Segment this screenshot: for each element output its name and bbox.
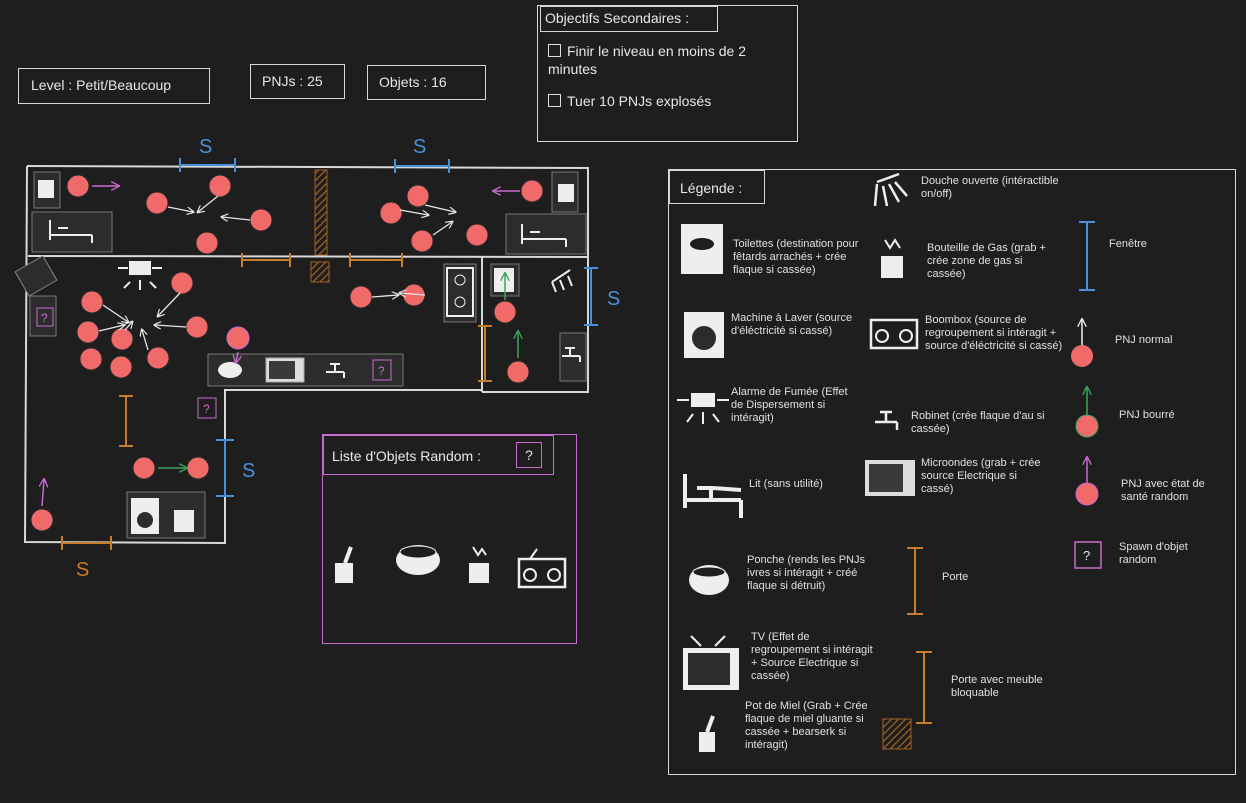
legend-bouteille: Bouteille de Gas (grab + crée zone de ga… bbox=[927, 242, 1046, 280]
blockable-furniture-icon bbox=[882, 718, 912, 750]
objectives-title: Objectifs Secondaires : bbox=[545, 10, 689, 26]
gas-bottle-icon bbox=[881, 256, 903, 278]
bouteille-gas-icon bbox=[469, 546, 489, 583]
bed-icon bbox=[521, 224, 567, 247]
honey-pot-icon bbox=[335, 546, 353, 583]
shower-icon bbox=[551, 269, 573, 293]
honey-pot-icon bbox=[38, 180, 54, 198]
pnj-bourre-icon bbox=[1075, 414, 1099, 438]
window-label: S bbox=[199, 136, 212, 158]
svg-text:?: ? bbox=[1083, 548, 1090, 563]
svg-text:?: ? bbox=[41, 311, 48, 325]
objectives-title-box: Objectifs Secondaires : bbox=[540, 6, 718, 32]
ponche-icon bbox=[689, 565, 729, 595]
window-label: S bbox=[607, 288, 620, 310]
spawn-icon[interactable] bbox=[372, 359, 392, 381]
legend-douche: Douche ouverte (intéractible on/off) bbox=[921, 175, 1059, 200]
level-label: Level : Petit/Beaucoup bbox=[31, 77, 172, 93]
door-label: S bbox=[76, 559, 89, 581]
pnjs-count: PNJs : 25 bbox=[262, 73, 323, 89]
smoke-alarm-icon bbox=[118, 261, 162, 290]
ponche-icon bbox=[218, 362, 242, 378]
door-furniture-legend-icon bbox=[916, 651, 932, 724]
legend-spawn: Spawn d'objet random bbox=[1119, 541, 1188, 566]
random-list-title: Liste d'Objets Random : bbox=[332, 448, 481, 464]
spawn-icon[interactable] bbox=[36, 307, 54, 327]
objective-item: Finir le niveau en moins de 2 minutes bbox=[548, 42, 788, 78]
faucet-icon bbox=[326, 363, 345, 378]
legend-panel: Légende : ? Douche ouverte (intéractible… bbox=[668, 169, 1236, 775]
npc-arrows bbox=[98, 195, 455, 351]
window-label: S bbox=[413, 136, 426, 158]
objets-box: Objets : 16 bbox=[367, 65, 486, 100]
svg-text:?: ? bbox=[203, 402, 210, 416]
random-list-header: Liste d'Objets Random : ? bbox=[323, 435, 554, 475]
legend-robinet: Robinet (crée flaque d'au si cassée) bbox=[911, 410, 1045, 435]
legend-pnj-bourre: PNJ bourré bbox=[1119, 409, 1175, 421]
svg-text:?: ? bbox=[378, 364, 385, 378]
pnj-normal-icon bbox=[1071, 345, 1093, 367]
checkbox-icon[interactable] bbox=[548, 44, 561, 57]
blockable-furniture bbox=[310, 261, 330, 283]
faucet-icon bbox=[562, 347, 581, 362]
legend-title-box: Légende : bbox=[669, 170, 765, 204]
gas-bottle-icon bbox=[174, 510, 194, 532]
smoke-alarm-icon bbox=[677, 393, 729, 424]
blockable-furniture bbox=[314, 169, 328, 256]
door-legend-icon bbox=[907, 547, 923, 615]
shower-icon bbox=[873, 172, 908, 207]
level-box: Level : Petit/Beaucoup bbox=[18, 68, 210, 104]
legend-lit: Lit (sans utilité) bbox=[749, 478, 823, 490]
windows bbox=[179, 158, 598, 497]
npc-group bbox=[30, 174, 544, 532]
honey-pot-icon bbox=[699, 715, 715, 752]
random-list-panel: Liste d'Objets Random : ? bbox=[322, 434, 577, 644]
ponche-icon bbox=[396, 545, 440, 575]
legend-pnj-normal: PNJ normal bbox=[1115, 334, 1173, 346]
legend-pot-miel: Pot de Miel (Grab + Crée flaque de miel … bbox=[745, 700, 868, 751]
objectives-panel: Objectifs Secondaires : Finir le niveau … bbox=[537, 5, 798, 142]
spawn-icon[interactable] bbox=[197, 397, 217, 419]
pnj-random-icon bbox=[1075, 482, 1099, 506]
boombox-icon bbox=[446, 267, 474, 317]
toilet-icon bbox=[494, 268, 514, 292]
bed-icon bbox=[683, 474, 743, 518]
honey-pot-icon bbox=[558, 184, 574, 202]
legend-toilettes: Toilettes (destination pour fêtards arra… bbox=[733, 238, 859, 276]
npc-random bbox=[226, 326, 250, 350]
legend-tv: TV (Effet de regroupement si intéragit +… bbox=[751, 631, 873, 682]
checkbox-icon[interactable] bbox=[548, 94, 561, 107]
legend-microondes: Microondes (grab + crée source Electriqu… bbox=[921, 457, 1041, 495]
window-label: S bbox=[242, 460, 255, 482]
legend-boombox: Boombox (source de regroupement si intér… bbox=[925, 314, 1063, 352]
window-legend-icon bbox=[1079, 221, 1095, 291]
boombox-icon bbox=[869, 318, 919, 350]
legend-pnj-random: PNJ avec état de santé random bbox=[1121, 478, 1205, 503]
legend-porte: Porte bbox=[942, 571, 969, 583]
objective-text: Finir le niveau en moins de 2 minutes bbox=[548, 43, 746, 77]
random-spawn-icon[interactable]: ? bbox=[516, 442, 542, 468]
spawn-legend-icon[interactable] bbox=[1074, 541, 1102, 569]
boombox-icon bbox=[517, 548, 567, 589]
legend-porte-meuble: Porte avec meuble bloquable bbox=[951, 674, 1043, 699]
legend-ponche: Ponche (rends les PNJs ivres si intéragi… bbox=[747, 554, 865, 592]
legend-title: Légende : bbox=[680, 180, 743, 196]
doors bbox=[61, 253, 492, 550]
legend-fenetre: Fenêtre bbox=[1109, 238, 1147, 250]
faucet-icon bbox=[875, 410, 899, 430]
objective-text: Tuer 10 PNJs explosés bbox=[567, 93, 712, 109]
legend-machine: Machine à Laver (source d'éléctricité si… bbox=[731, 312, 853, 337]
tv-icon bbox=[683, 635, 739, 690]
objective-item: Tuer 10 PNJs explosés bbox=[548, 93, 788, 109]
bed-icon bbox=[49, 220, 93, 243]
objets-count: Objets : 16 bbox=[379, 74, 447, 90]
walls bbox=[23, 165, 589, 545]
pnjs-box: PNJs : 25 bbox=[250, 64, 345, 99]
legend-alarme: Alarme de Fumée (Effet de Dispersement s… bbox=[731, 386, 848, 424]
